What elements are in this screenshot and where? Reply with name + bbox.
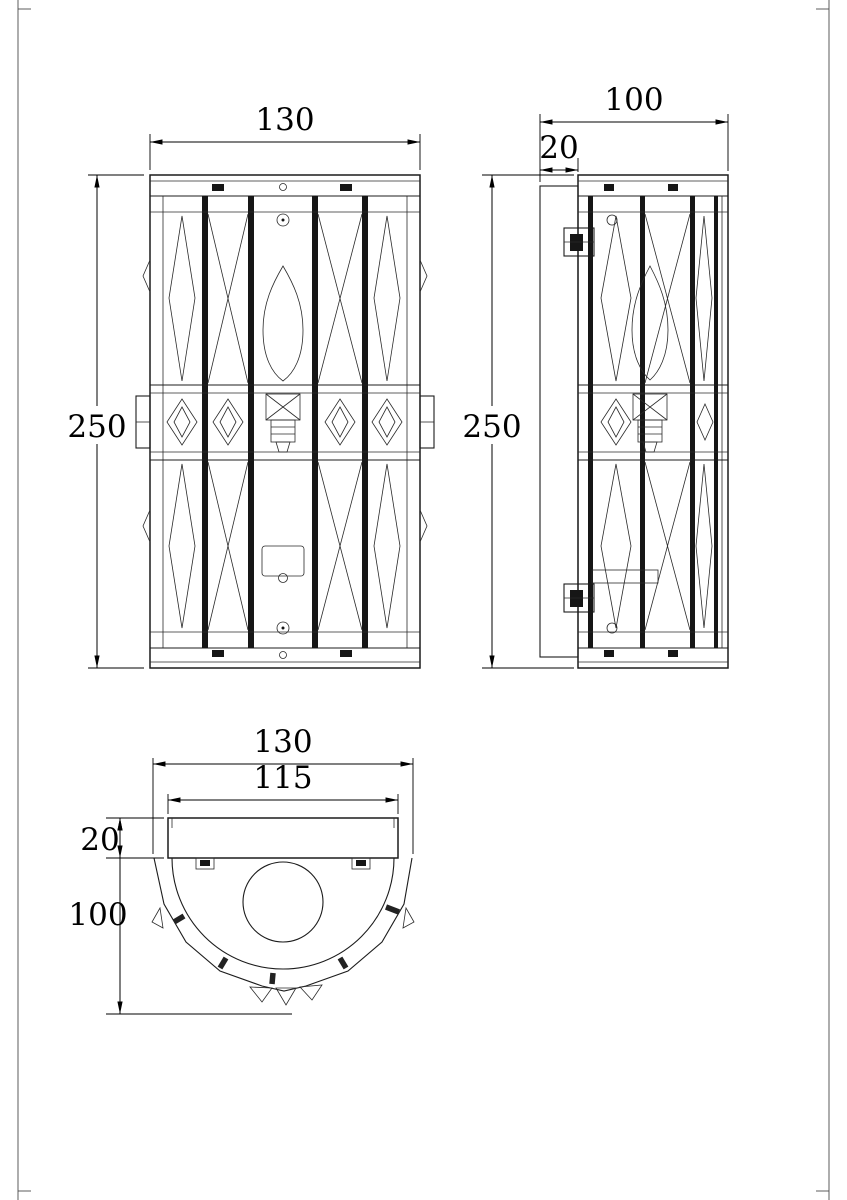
dim-side-depth-total: 100	[604, 82, 663, 118]
front-lamp-bulb	[261, 213, 305, 635]
top-view	[151, 817, 415, 1006]
dim-top-width: 130	[253, 724, 312, 760]
page-frame	[17, 0, 830, 1200]
dim-front-width: 130	[255, 102, 314, 138]
top-socket-circle	[242, 861, 324, 943]
side-crystal-facets	[600, 213, 713, 631]
top-outer-faceted-arc	[153, 857, 413, 992]
top-cap-hole	[279, 183, 287, 191]
side-mount-clamps	[563, 227, 659, 613]
side-view	[539, 174, 729, 669]
top-view-dimensions: 130 115 20 100	[68, 724, 414, 1015]
front-view-dimensions: 130 250	[67, 102, 421, 669]
front-crystal-facets	[142, 213, 428, 631]
top-rim-marks	[172, 904, 400, 985]
side-view-dimensions: 100 20 250	[462, 82, 729, 669]
dim-top-plate-width: 115	[253, 760, 312, 796]
side-lamp-bulb	[606, 214, 669, 634]
dim-top-depth-total: 100	[68, 897, 127, 933]
top-crystal-tips	[151, 906, 415, 1006]
front-band-diamonds	[135, 395, 435, 449]
top-inner-arc	[171, 857, 395, 970]
dim-side-height: 250	[462, 409, 521, 445]
dim-front-height: 250	[67, 409, 126, 445]
side-band-diamonds	[600, 398, 714, 446]
front-view	[135, 174, 435, 669]
dim-side-plate-depth: 20	[539, 130, 578, 166]
bottom-cap-hole	[279, 651, 287, 659]
dim-top-plate-depth: 20	[80, 822, 119, 858]
